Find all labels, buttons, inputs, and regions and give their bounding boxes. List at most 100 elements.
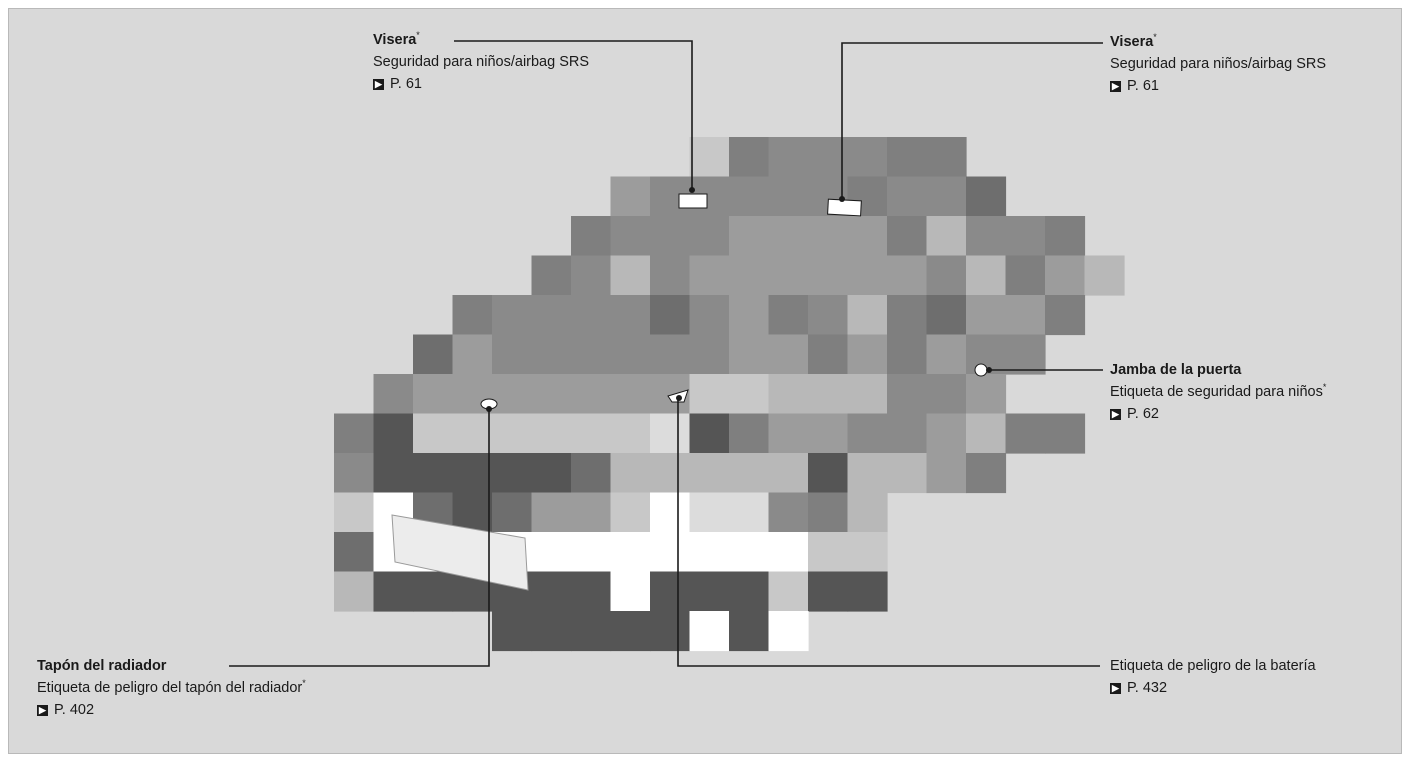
- mosaic-tile: [808, 295, 849, 336]
- sun-visor-right-label-marker: [827, 198, 862, 217]
- mosaic-tile: [1045, 216, 1086, 257]
- mosaic-tile: [610, 453, 651, 494]
- sun-visor-left-label-marker: [678, 193, 708, 209]
- mosaic-tile: [847, 255, 888, 296]
- mosaic-tile: [847, 492, 888, 533]
- mosaic-tile: [808, 492, 849, 533]
- mosaic-tile: [610, 334, 651, 375]
- mosaic-tile: [571, 216, 612, 257]
- mosaic-tile: [847, 413, 888, 454]
- callout-radiator-cap: Tapón del radiador Etiqueta de peligro d…: [37, 655, 306, 721]
- mosaic-tile: [531, 453, 572, 494]
- mosaic-tile: [768, 255, 809, 296]
- mosaic-tile: [492, 453, 533, 494]
- mosaic-tile: [966, 295, 1007, 336]
- mosaic-tile: [729, 571, 770, 612]
- page-reference-link[interactable]: ▶ P. 61: [373, 73, 589, 95]
- mosaic-tile: [373, 571, 414, 612]
- mosaic-tile: [729, 413, 770, 454]
- mosaic-tile: [808, 255, 849, 296]
- mosaic-tile: [492, 295, 533, 336]
- mosaic-tile: [768, 571, 809, 612]
- mosaic-tile: [808, 334, 849, 375]
- mosaic-tile: [887, 176, 928, 217]
- page-reference-link[interactable]: ▶ P. 61: [1110, 75, 1326, 97]
- mosaic-tile: [1005, 255, 1046, 296]
- mosaic-tile: [808, 453, 849, 494]
- callout-title: Visera*: [373, 30, 420, 48]
- mosaic-tile: [966, 176, 1007, 217]
- mosaic-tile: [571, 374, 612, 415]
- mosaic-tile: [768, 137, 809, 178]
- mosaic-tile: [689, 492, 730, 533]
- mosaic-tile: [571, 295, 612, 336]
- arrow-right-box-icon: ▶: [37, 704, 48, 716]
- page-reference-text: P. 402: [54, 702, 95, 718]
- page-reference-text: P. 61: [1127, 78, 1159, 94]
- mosaic-tile: [689, 413, 730, 454]
- mosaic-tile: [531, 611, 572, 652]
- page-reference-link[interactable]: ▶ P. 432: [1110, 677, 1316, 699]
- mosaic-tile: [768, 374, 809, 415]
- mosaic-tile: [847, 216, 888, 257]
- arrow-right-box-icon: ▶: [1110, 682, 1121, 694]
- mosaic-tile: [729, 532, 770, 573]
- mosaic-tile: [492, 374, 533, 415]
- mosaic-tile: [413, 374, 454, 415]
- leader-line-sun-visor-right: [841, 42, 1103, 198]
- mosaic-tile: [650, 492, 691, 533]
- leader-line-battery: [677, 398, 1100, 667]
- mosaic-tile: [847, 571, 888, 612]
- callout-description: Etiqueta de peligro de la batería: [1110, 658, 1316, 674]
- mosaic-tile: [729, 611, 770, 652]
- page-reference-link[interactable]: ▶ P. 62: [1110, 403, 1326, 425]
- mosaic-tile: [531, 492, 572, 533]
- mosaic-tile: [926, 295, 967, 336]
- mosaic-tile: [373, 453, 414, 494]
- leader-dot-door-jamb: [986, 367, 992, 373]
- mosaic-tile: [808, 216, 849, 257]
- leader-dot-battery: [676, 395, 682, 401]
- leader-dot-sun-visor-right: [839, 196, 845, 202]
- mosaic-tile: [689, 255, 730, 296]
- page-reference-text: P. 62: [1127, 406, 1159, 422]
- mosaic-tile: [729, 492, 770, 533]
- mosaic-tile: [768, 453, 809, 494]
- mosaic-tile: [926, 216, 967, 257]
- leader-dot-radiator-cap: [486, 406, 492, 412]
- mosaic-tile: [452, 295, 493, 336]
- mosaic-tile: [966, 453, 1007, 494]
- mosaic-tile: [571, 532, 612, 573]
- mosaic-tile: [887, 295, 928, 336]
- page-reference-link[interactable]: ▶ P. 402: [37, 699, 306, 721]
- mosaic-tile: [492, 611, 533, 652]
- callout-description: Etiqueta de peligro del tapón del radiad…: [37, 678, 306, 696]
- mosaic-tile: [452, 334, 493, 375]
- mosaic-tile: [1045, 295, 1086, 336]
- mosaic-tile: [847, 374, 888, 415]
- callout-description: Seguridad para niños/airbag SRS: [1110, 56, 1327, 72]
- mosaic-tile: [610, 374, 651, 415]
- mosaic-tile: [571, 492, 612, 533]
- mosaic-tile: [610, 413, 651, 454]
- mosaic-tile: [768, 611, 809, 652]
- mosaic-tile: [926, 374, 967, 415]
- mosaic-tile: [610, 255, 651, 296]
- mosaic-tile: [689, 611, 730, 652]
- mosaic-tile: [887, 255, 928, 296]
- mosaic-tile: [729, 216, 770, 257]
- mosaic-tile: [926, 453, 967, 494]
- mosaic-tile: [966, 413, 1007, 454]
- callout-battery: Etiqueta de peligro de la batería ▶ P. 4…: [1110, 655, 1316, 699]
- mosaic-tile: [610, 611, 651, 652]
- leader-line-radiator-cap: [229, 410, 490, 667]
- license-plate: [391, 514, 529, 591]
- mosaic-tile: [768, 295, 809, 336]
- mosaic-tile: [966, 255, 1007, 296]
- mosaic-tile: [571, 255, 612, 296]
- page-reference-text: P. 432: [1127, 680, 1168, 696]
- mosaic-tile: [847, 334, 888, 375]
- mosaic-tile: [768, 216, 809, 257]
- mosaic-tile: [650, 334, 691, 375]
